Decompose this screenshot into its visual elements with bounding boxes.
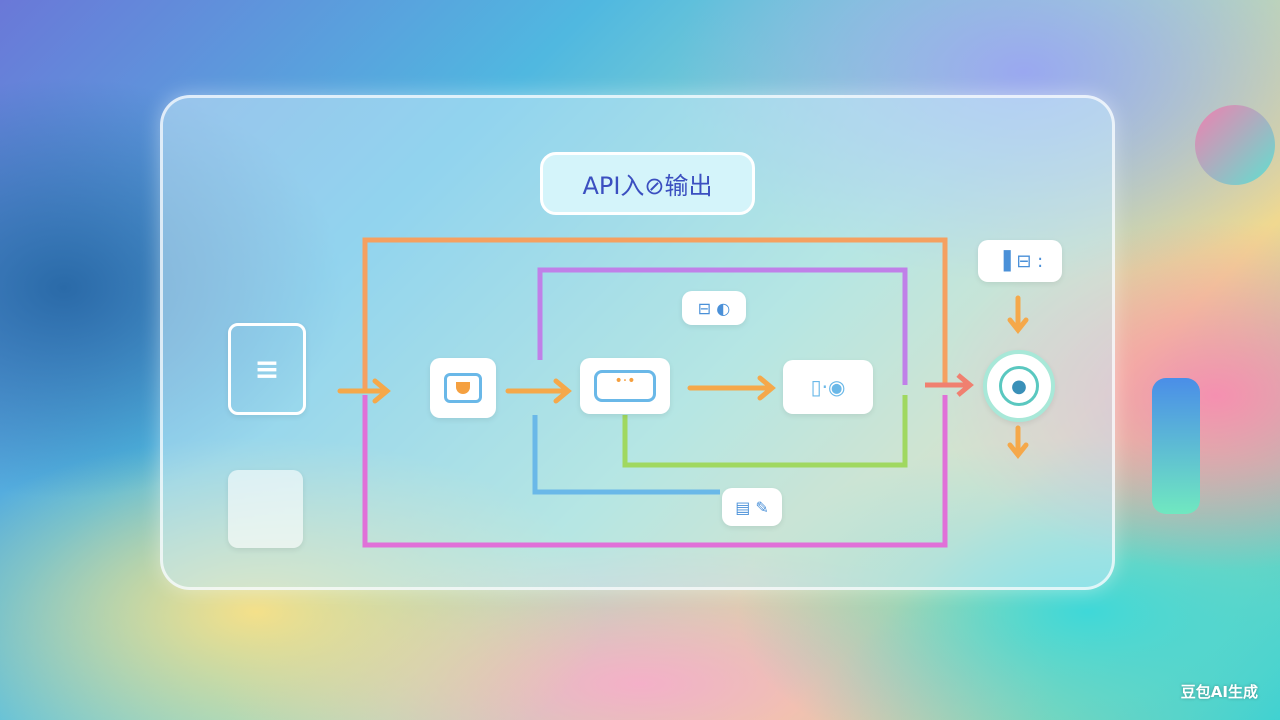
process-node-icon: •·• <box>580 358 670 414</box>
arrow-3 <box>687 375 776 401</box>
arrow-2 <box>505 378 572 404</box>
arrow-down-2 <box>1007 425 1029 460</box>
card-edit-icon: ▤ ✎ <box>722 488 782 526</box>
outer-bottom-loop <box>362 395 948 548</box>
arrow-4 <box>925 373 974 397</box>
connector-node-icon: ▯·◉ <box>783 360 873 414</box>
decorative-orb <box>1195 105 1275 185</box>
arrow-1 <box>337 378 391 404</box>
document-icon: ≡ <box>228 323 306 415</box>
list-card-icon: ▐ ⊟ : <box>978 240 1062 282</box>
image-node-icon <box>430 358 496 418</box>
blue-loop <box>532 415 720 495</box>
stacked-doc-icon <box>228 470 303 548</box>
user-output-icon: ● <box>983 350 1055 422</box>
diagram-title: API入⊘输出 <box>540 152 755 215</box>
green-loop <box>622 395 908 468</box>
toggle-icon: ⊟ ◐ <box>682 291 746 325</box>
watermark: 豆包AI生成 <box>1180 683 1258 701</box>
arrow-down-1 <box>1007 295 1029 335</box>
decorative-cylinder <box>1152 378 1200 514</box>
outer-top-loop <box>362 237 948 393</box>
inner-top-loop <box>537 267 908 385</box>
